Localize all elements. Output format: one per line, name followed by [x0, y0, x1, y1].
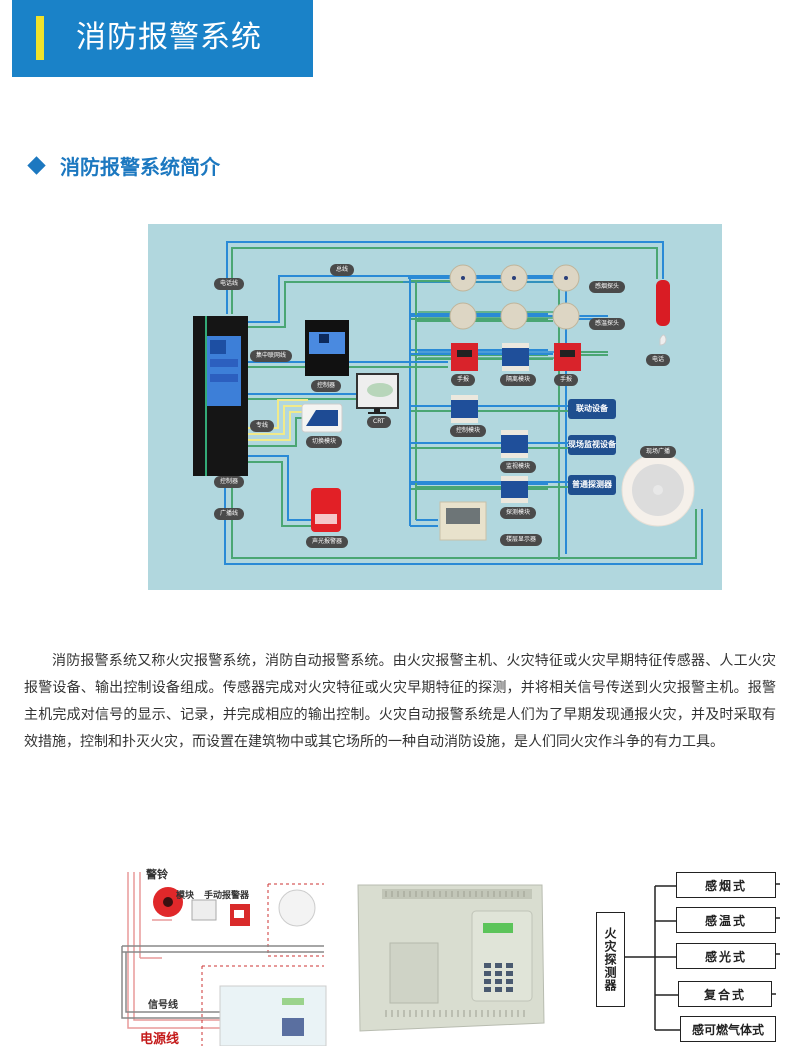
detector-tree-root: 火灾探测器 [596, 912, 625, 1007]
page-title: 消防报警系统 [76, 20, 262, 55]
alarm-control-panel-image [352, 875, 547, 1035]
label-module: 模块 [176, 891, 195, 901]
description-text: 消防报警系统又称火灾报警系统，消防自动报警系统。由火灾报警主机、火灾特征或火灾早… [24, 648, 776, 756]
description-paragraph: 消防报警系统又称火灾报警系统，消防自动报警系统。由火灾报警主机、火灾特征或火灾早… [24, 653, 776, 750]
detector-type-combustible-gas: 感可燃气体式 [680, 1016, 776, 1042]
box-site-monitor-device: 现场监视设备 [568, 435, 616, 455]
label-broadcast-line: 广播线 [214, 508, 245, 520]
label-sound-light-alarm: 声光报警器 [306, 536, 349, 548]
label-phone: 电话 [646, 354, 671, 366]
detector-type-light: 感光式 [676, 943, 776, 969]
label-manual-report-1: 手报 [451, 374, 476, 386]
label-detect-module: 探测模块 [500, 507, 537, 519]
wiring-lines [193, 241, 703, 565]
tree-connectors [624, 883, 780, 1031]
label-manual-report-2: 手报 [554, 374, 579, 386]
label-manual-alarm: 手动报警器 [204, 891, 250, 901]
header-bar [12, 0, 313, 77]
detector-type-heat: 感温式 [676, 907, 776, 933]
label-controller-cabinet: 控制器 [214, 476, 245, 488]
section-title: 消防报警系统简介 [60, 154, 220, 179]
label-switch-module: 切换模块 [306, 436, 343, 448]
label-temp-probe: 感温探头 [589, 318, 626, 330]
header-accent-bar [36, 16, 44, 60]
label-central-network-line: 集中联网线 [250, 350, 293, 362]
label-signal-line: 信号线 [148, 1000, 178, 1011]
detector-type-composite: 复合式 [678, 981, 772, 1007]
label-bell: 警铃 [146, 868, 168, 881]
label-isolation-module: 隔离模块 [500, 374, 537, 386]
wiring-example-image: 警铃 模块 手动报警器 信号线 电源线 [112, 858, 330, 1047]
label-bus: 总线 [330, 264, 355, 276]
label-control-module: 控制模块 [450, 425, 487, 437]
label-phone-line: 电话线 [214, 278, 245, 290]
label-dedicated-line: 专线 [250, 420, 275, 432]
box-normal-detector: 普通探测器 [568, 475, 616, 495]
label-floor-display: 楼层显示器 [500, 534, 543, 546]
diamond-icon [27, 155, 46, 175]
system-diagram: 电话线 总线 感烟探头 感温探头 手报 隔离模块 手报 电话 集中联网线 控制器… [148, 224, 722, 590]
label-monitor-module: 监视模块 [500, 461, 537, 473]
label-crt: CRT [367, 416, 391, 428]
label-controller-panel: 控制器 [311, 380, 342, 392]
box-linkage-device: 联动设备 [568, 399, 616, 419]
label-power-line: 电源线 [140, 1032, 180, 1047]
label-onsite-broadcast: 现场广播 [640, 446, 677, 458]
detector-type-smoke: 感烟式 [676, 872, 776, 898]
section-heading: 消防报警系统简介 [27, 150, 220, 180]
label-smoke-probe: 感烟探头 [589, 281, 626, 293]
